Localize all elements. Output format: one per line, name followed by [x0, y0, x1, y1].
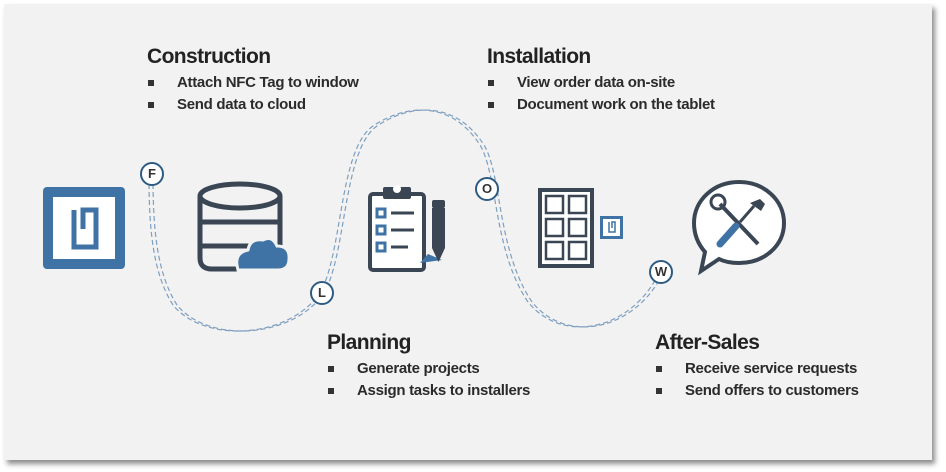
planning-item-text: Assign tasks to installers: [357, 382, 531, 399]
planning-item-text: Generate projects: [357, 360, 480, 377]
after-sales-item-text: Receive service requests: [685, 360, 858, 377]
planning-item: Assign tasks to installers: [327, 380, 530, 402]
badge-o: O: [475, 177, 499, 201]
construction-title: Construction: [147, 45, 271, 68]
after-sales-item: Send offers to customers: [655, 380, 859, 402]
after-sales-item-text: Send offers to customers: [685, 382, 859, 399]
planning-section: Planning Generate projects Assign tasks …: [327, 331, 530, 402]
construction-item: Send data to cloud: [147, 94, 359, 116]
bullet-icon: [488, 102, 494, 108]
bullet-icon: [488, 80, 494, 86]
planning-item: Generate projects: [327, 358, 530, 380]
construction-item-text: Send data to cloud: [177, 96, 306, 113]
construction-item-text: Attach NFC Tag to window: [177, 74, 359, 91]
window-with-nfc-tag-icon: [538, 188, 623, 268]
badge-f: F: [140, 162, 164, 186]
installation-item: Document work on the tablet: [487, 94, 715, 116]
after-sales-section: After-Sales Receive service requests Sen…: [655, 331, 859, 402]
service-tools-speech-icon: [691, 179, 787, 276]
bullet-icon: [148, 80, 154, 86]
installation-item: View order data on-site: [487, 72, 715, 94]
bullet-icon: [328, 388, 334, 394]
cloud-database-icon: [197, 181, 291, 272]
installation-item-text: View order data on-site: [517, 74, 675, 91]
planning-title: Planning: [327, 331, 411, 354]
construction-section: Construction Attach NFC Tag to window Se…: [147, 45, 359, 116]
clipboard-checklist-icon: [368, 185, 445, 272]
badge-w: W: [649, 260, 673, 284]
nfc-tag-icon: [43, 187, 125, 269]
badge-l: L: [310, 281, 334, 305]
installation-item-text: Document work on the tablet: [517, 96, 715, 113]
bullet-icon: [656, 388, 662, 394]
installation-section: Installation View order data on-site Doc…: [487, 45, 715, 116]
construction-item: Attach NFC Tag to window: [147, 72, 359, 94]
bullet-icon: [148, 102, 154, 108]
installation-title: Installation: [487, 45, 591, 68]
bullet-icon: [328, 366, 334, 372]
after-sales-item: Receive service requests: [655, 358, 859, 380]
after-sales-title: After-Sales: [655, 331, 760, 354]
bullet-icon: [656, 366, 662, 372]
process-path: [148, 109, 663, 332]
